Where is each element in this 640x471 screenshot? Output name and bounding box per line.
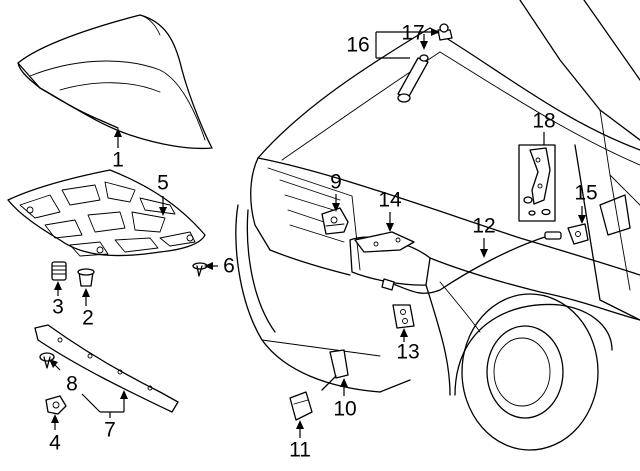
callout-6: 6: [223, 255, 235, 278]
hood-bracket-assembly: [518, 144, 556, 222]
hood-hinge-left: [392, 304, 415, 329]
callout-18: 18: [532, 110, 555, 133]
hood-hinge-right: [567, 223, 589, 245]
insulator-clip: [192, 262, 208, 277]
callout-13: 13: [396, 341, 419, 364]
hood-support-strut: [397, 54, 429, 103]
seal-clip: [39, 352, 55, 369]
hood-seal-strip: [34, 324, 179, 413]
callout-9: 9: [330, 171, 342, 194]
callout-5: 5: [157, 172, 169, 195]
hood-lock-support: [354, 231, 415, 253]
hood-cushion: [77, 268, 95, 287]
callout-17: 17: [401, 22, 424, 45]
callout-3: 3: [52, 296, 64, 319]
callout-10: 10: [333, 398, 356, 421]
callout-15: 15: [574, 182, 597, 205]
strut-ball-stud: [437, 23, 453, 41]
seal-retainer: [45, 395, 67, 415]
callout-labels: 1 5 3 2 6 8 7 4 16 17 18 9 14 12 15 13 1…: [49, 22, 598, 462]
callout-14: 14: [378, 189, 402, 212]
callout-8: 8: [66, 373, 78, 396]
hood-lock: [321, 207, 349, 235]
release-handle: [289, 391, 313, 421]
callout-12: 12: [472, 215, 495, 238]
callout-7: 7: [104, 419, 116, 442]
hood-release-lever: [321, 349, 349, 391]
vehicle-body: [235, 0, 640, 451]
callout-2: 2: [82, 307, 94, 330]
callout-1: 1: [112, 149, 124, 172]
leader-lines: [49, 28, 586, 438]
callout-16: 16: [346, 34, 369, 57]
callout-4: 4: [49, 432, 61, 455]
hood-release-cable: [381, 231, 562, 294]
hood-insulator-panel: [7, 169, 206, 257]
hood-bumper-cushion: [51, 261, 67, 281]
callout-11: 11: [289, 439, 311, 462]
hood-panel: [17, 14, 213, 150]
